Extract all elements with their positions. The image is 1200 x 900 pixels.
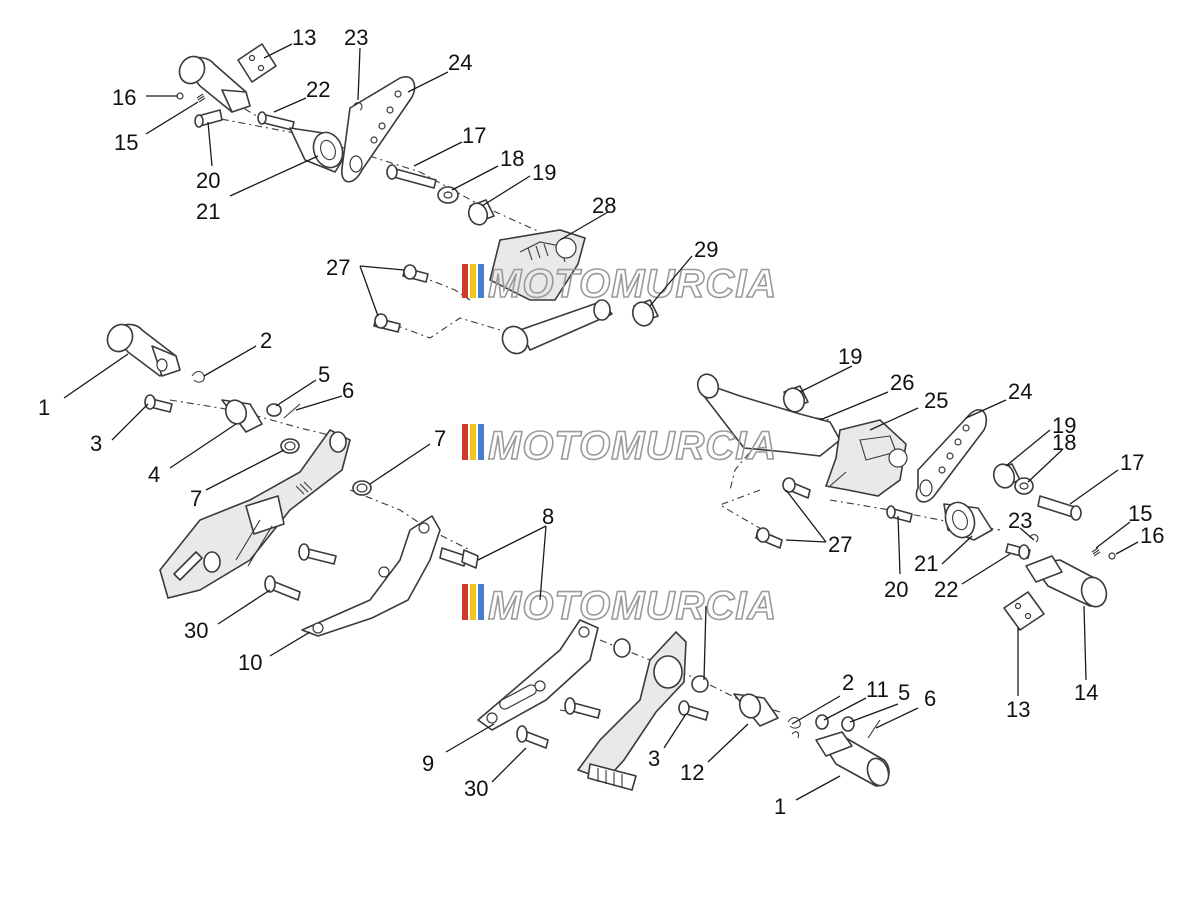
detent-spring <box>196 93 206 103</box>
bottom-shift-assembly <box>477 619 890 791</box>
callout-23: 23 <box>1008 508 1032 533</box>
callout-19: 19 <box>1052 413 1076 438</box>
callout-20: 20 <box>196 168 220 193</box>
callout-16: 16 <box>112 85 136 110</box>
top-footpeg-assembly <box>176 43 659 355</box>
callout-22: 22 <box>934 577 958 602</box>
callout-20: 20 <box>884 577 908 602</box>
passenger-footrest-arm <box>699 381 841 457</box>
callout-3: 3 <box>648 746 660 771</box>
callout-11: 11 <box>866 677 889 702</box>
rear-set-bracket <box>824 419 907 497</box>
watermark-bottom: MOTOMURCIA <box>462 583 777 629</box>
callout-15: 15 <box>1128 501 1152 526</box>
callout-8: 8 <box>542 504 554 529</box>
callout-25: 25 <box>924 388 948 413</box>
callout-2: 2 <box>842 670 854 695</box>
footpeg-plate <box>237 43 277 83</box>
watermark-text: MOTOMURCIA <box>488 424 777 468</box>
pushrod-spring <box>295 481 313 495</box>
leader-lines <box>63 43 1139 801</box>
shift-pedal-tip <box>587 763 637 791</box>
watermark-text: MOTOMURCIA <box>488 262 777 306</box>
callout-16: 16 <box>1140 523 1164 548</box>
callout-9: 9 <box>422 751 434 776</box>
callout-7: 7 <box>434 426 446 451</box>
callout-5: 5 <box>318 362 330 387</box>
rider-footrest-plate <box>301 515 441 637</box>
callout-26: 26 <box>890 370 914 395</box>
gear-shift-lever <box>576 630 687 781</box>
callout-13: 13 <box>1006 697 1030 722</box>
callout-19: 19 <box>838 344 862 369</box>
master-cylinder <box>245 495 285 535</box>
callout-2: 2 <box>260 328 272 353</box>
callout-13: 13 <box>292 25 316 50</box>
watermark-top: MOTOMURCIA <box>462 261 777 307</box>
callout-27: 27 <box>326 255 350 280</box>
callout-24: 24 <box>448 50 472 75</box>
watermark-middle: MOTOMURCIA <box>462 423 777 469</box>
callout-15: 15 <box>114 130 138 155</box>
callout-3: 3 <box>90 431 102 456</box>
callout-numbers: 13 23 24 16 22 15 20 21 17 18 19 28 27 2… <box>38 25 1164 819</box>
callout-12: 12 <box>680 760 704 785</box>
callout-1: 1 <box>38 395 50 420</box>
callout-21: 21 <box>914 551 938 576</box>
callout-14: 14 <box>1074 680 1098 705</box>
callout-18: 18 <box>1052 430 1076 455</box>
left-brake-assembly <box>106 323 479 637</box>
callout-27: 27 <box>828 532 852 557</box>
callout-10: 10 <box>238 650 262 675</box>
watermark-text: MOTOMURCIA <box>488 584 777 628</box>
callout-6: 6 <box>342 378 354 403</box>
callout-18: 18 <box>500 146 524 171</box>
right-footpeg-assembly <box>696 373 1116 631</box>
callout-17: 17 <box>1120 450 1144 475</box>
callout-1: 1 <box>774 794 786 819</box>
callout-4: 4 <box>148 462 160 487</box>
callout-23: 23 <box>344 25 368 50</box>
callout-22: 22 <box>306 77 330 102</box>
callout-6: 6 <box>924 686 936 711</box>
callout-28: 28 <box>592 193 616 218</box>
callout-19: 19 <box>532 160 556 185</box>
callout-5: 5 <box>898 680 910 705</box>
callout-7: 7 <box>190 486 202 511</box>
callout-30: 30 <box>464 776 488 801</box>
callout-30: 30 <box>184 618 208 643</box>
callout-21: 21 <box>196 199 220 224</box>
callout-17: 17 <box>462 123 486 148</box>
callout-29: 29 <box>694 237 718 262</box>
return-spring <box>191 370 205 383</box>
callout-24: 24 <box>1008 379 1032 404</box>
retaining-clip <box>353 102 363 111</box>
